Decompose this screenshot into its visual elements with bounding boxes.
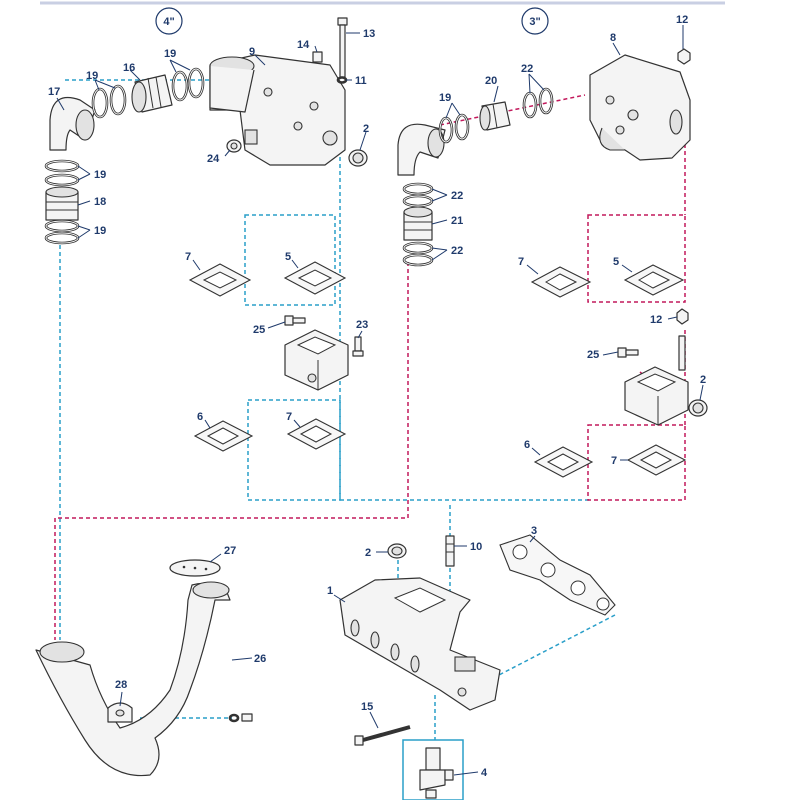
gasket-7-right-top xyxy=(530,266,592,298)
riser-8 xyxy=(589,54,691,161)
callout-12: 12 xyxy=(676,14,688,26)
gasket-6-right xyxy=(533,446,594,478)
callout-17: 17 xyxy=(48,86,60,98)
gasket-7-right-bottom xyxy=(626,444,687,476)
clamps-19-right xyxy=(438,113,470,144)
callout-25: 25 xyxy=(253,324,265,336)
callout-7: 7 xyxy=(518,256,524,268)
plug-14 xyxy=(312,51,323,63)
callout-27: 27 xyxy=(224,545,236,557)
callout-26: 26 xyxy=(254,653,266,665)
callout-22: 22 xyxy=(451,190,463,202)
hose-16 xyxy=(131,74,173,113)
callout-13: 13 xyxy=(363,28,375,40)
gasket-3 xyxy=(499,534,616,616)
callout-19: 19 xyxy=(94,169,106,181)
stud-10 xyxy=(445,535,455,567)
callout-8: 8 xyxy=(610,32,616,44)
callout-14: 14 xyxy=(297,39,310,51)
callout-15: 15 xyxy=(361,701,373,713)
flapper-27 xyxy=(169,559,221,577)
hose-18 xyxy=(45,186,79,221)
plug-2-bottom xyxy=(387,543,407,559)
callout-4: 4 xyxy=(481,767,488,779)
hose-20 xyxy=(479,101,511,131)
exhaust-pipe-26 xyxy=(35,581,231,777)
callout-2: 2 xyxy=(365,547,371,559)
exhaust-manifold-1 xyxy=(339,577,501,711)
callout-5: 5 xyxy=(613,256,619,268)
gasket-5-left xyxy=(283,261,347,295)
washer-11 xyxy=(336,76,348,84)
plug-24 xyxy=(226,139,242,153)
nut-12-top xyxy=(677,48,691,65)
left-assembly-4-inch xyxy=(44,17,368,452)
callout-19: 19 xyxy=(86,70,98,82)
callout-25: 25 xyxy=(587,349,599,361)
clamps-19-left-top xyxy=(91,67,205,119)
stud-12-right xyxy=(676,308,689,371)
callout-16: 16 xyxy=(123,62,135,74)
callout-11: 11 xyxy=(355,75,367,87)
size-label-left: 4" xyxy=(155,7,183,35)
callout-19: 19 xyxy=(439,92,451,104)
callout-1: 1 xyxy=(327,585,333,597)
callout-5: 5 xyxy=(285,251,291,263)
callout-7: 7 xyxy=(611,455,617,467)
bolt-25-right xyxy=(617,347,639,358)
svg-text:3": 3" xyxy=(529,16,540,28)
leader-lines xyxy=(56,25,704,776)
callout-3: 3 xyxy=(531,525,537,537)
clamps-22-right-top xyxy=(522,87,554,119)
callout-22: 22 xyxy=(521,63,533,75)
spacer-block-left xyxy=(284,329,349,391)
plug-2-upper xyxy=(348,149,368,167)
callout-2: 2 xyxy=(700,374,706,386)
stud-13 xyxy=(337,17,348,78)
callout-6: 6 xyxy=(197,411,203,423)
callout-19: 19 xyxy=(94,225,106,237)
callout-22: 22 xyxy=(451,245,463,257)
screw-23 xyxy=(352,336,364,357)
fitting-4-box xyxy=(402,739,464,801)
plug-2-right xyxy=(688,399,708,417)
size-label-right: 3" xyxy=(521,7,549,35)
callout-7: 7 xyxy=(286,411,292,423)
bracket-28 xyxy=(107,702,133,723)
callout-numbers: 13 14 11 9 16 19 19 17 2 24 19 18 19 7 5… xyxy=(48,14,706,779)
callout-6: 6 xyxy=(524,439,530,451)
hose-21 xyxy=(403,206,433,241)
svg-text:4": 4" xyxy=(163,16,174,28)
bolt-15 xyxy=(354,725,411,746)
callout-20: 20 xyxy=(485,75,497,87)
gasket-7-left-top xyxy=(188,263,252,297)
screw-washer-26 xyxy=(228,713,253,723)
bolt-25-left xyxy=(284,315,306,326)
callout-7: 7 xyxy=(185,251,191,263)
callout-19: 19 xyxy=(164,48,176,60)
callout-24: 24 xyxy=(207,153,220,165)
spacer-block-right xyxy=(624,366,689,426)
right-assembly-3-inch xyxy=(397,48,708,478)
gasket-6-left xyxy=(193,420,254,452)
callout-10: 10 xyxy=(470,541,482,553)
callout-2: 2 xyxy=(363,123,369,135)
callout-12: 12 xyxy=(650,314,662,326)
riser-9 xyxy=(209,54,346,166)
gasket-7-left-bottom xyxy=(286,418,347,450)
gasket-5-right xyxy=(623,264,685,296)
callout-9: 9 xyxy=(249,46,255,58)
blue-routing-lines xyxy=(59,79,616,740)
callout-23: 23 xyxy=(356,319,368,331)
callout-21: 21 xyxy=(451,215,463,227)
callout-28: 28 xyxy=(115,679,127,691)
callout-18: 18 xyxy=(94,196,106,208)
